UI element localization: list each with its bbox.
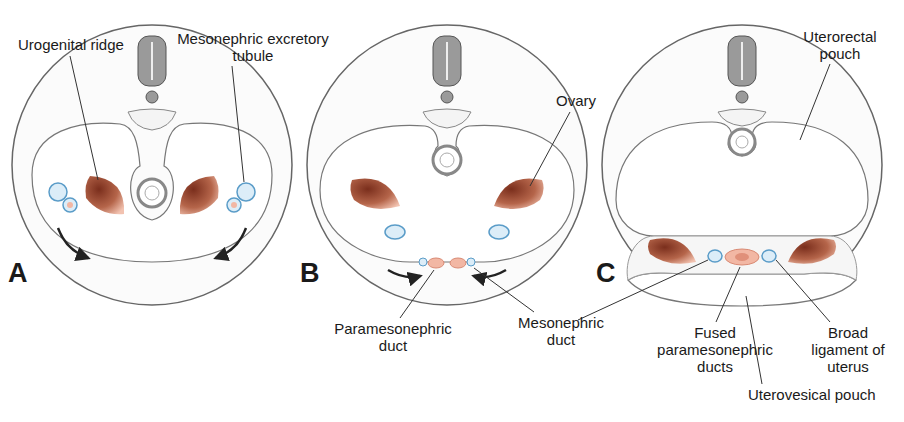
drawing-line xyxy=(151,42,153,80)
drawing-rect xyxy=(138,36,166,86)
drawing-line xyxy=(530,112,570,186)
part-label: Fused paramesonephric ducts xyxy=(650,324,780,375)
panel-letter: A xyxy=(8,258,28,288)
drawing-circle xyxy=(441,91,453,103)
drawing-circle xyxy=(736,91,748,103)
drawing-rect xyxy=(433,36,461,86)
drawing-rect xyxy=(728,36,756,86)
section-c xyxy=(602,25,882,306)
drawing-ellipse xyxy=(489,225,509,239)
drawing-circle xyxy=(433,146,461,174)
drawing-path xyxy=(718,109,766,126)
drawing-path xyxy=(616,122,868,236)
drawing-circle xyxy=(231,202,237,208)
drawing-path xyxy=(320,125,574,262)
drawing-circle xyxy=(138,179,166,207)
drawing-ellipse xyxy=(428,258,444,268)
drawing-line xyxy=(400,270,434,318)
drawing-line xyxy=(446,42,448,80)
drawing-circle xyxy=(419,258,427,266)
drawing-ellipse xyxy=(735,253,749,261)
drawing-line xyxy=(741,42,743,80)
section-b xyxy=(307,25,587,305)
drawing-ellipse xyxy=(708,250,722,262)
drawing-ellipse xyxy=(725,249,759,265)
part-label: Mesonephric excretory tubule xyxy=(168,30,338,64)
part-label: Uterorectal pouch xyxy=(790,28,890,62)
drawing-ellipse xyxy=(762,250,776,262)
drawing-line xyxy=(716,267,740,322)
drawing-circle xyxy=(145,186,159,200)
drawing-path xyxy=(32,123,272,262)
part-label: Urogenital ridge xyxy=(18,36,124,53)
drawing-circle xyxy=(67,202,73,208)
drawing-path xyxy=(128,109,176,130)
drawing-circle xyxy=(146,91,158,103)
drawing-circle xyxy=(736,136,748,148)
drawing-path xyxy=(494,178,544,208)
drawing-path xyxy=(58,228,88,258)
drawing-path xyxy=(388,270,420,277)
part-label: Ovary xyxy=(556,92,596,109)
drawing-circle xyxy=(227,198,241,212)
drawing-circle xyxy=(440,153,454,167)
drawing-path xyxy=(423,109,471,128)
drawing-ellipse xyxy=(450,258,466,268)
drawing-line xyxy=(776,260,830,322)
drawing-circle xyxy=(467,258,475,266)
part-label: Mesonephric duct xyxy=(506,314,616,348)
drawing-ellipse xyxy=(12,25,292,305)
drawing-path xyxy=(180,176,219,214)
drawing-path xyxy=(648,238,696,263)
panel-letter: B xyxy=(300,258,320,288)
section-a xyxy=(12,25,292,305)
drawing-path xyxy=(627,236,857,280)
drawing-line xyxy=(746,296,762,384)
drawing-circle xyxy=(729,129,755,155)
drawing-ellipse xyxy=(602,25,882,305)
part-label: Uterovesical pouch xyxy=(748,386,876,403)
drawing-path xyxy=(628,273,856,306)
drawing-line xyxy=(474,268,534,312)
drawing-path xyxy=(788,238,836,263)
drawing-ellipse xyxy=(307,25,587,305)
drawing-circle xyxy=(63,198,77,212)
part-label: Paramesonephric duct xyxy=(318,320,468,354)
drawing-circle xyxy=(237,183,255,201)
drawing-line xyxy=(232,66,244,182)
drawing-path xyxy=(216,228,246,258)
leader-lines xyxy=(70,56,830,384)
drawing-path xyxy=(350,178,400,208)
drawing-path xyxy=(86,176,125,214)
drawing-line xyxy=(800,64,830,140)
drawing-circle xyxy=(49,183,67,201)
part-label: Broad ligament of uterus xyxy=(806,324,890,375)
drawing-line xyxy=(70,56,98,180)
panel-letter: C xyxy=(596,258,616,288)
drawing-ellipse xyxy=(385,225,405,239)
